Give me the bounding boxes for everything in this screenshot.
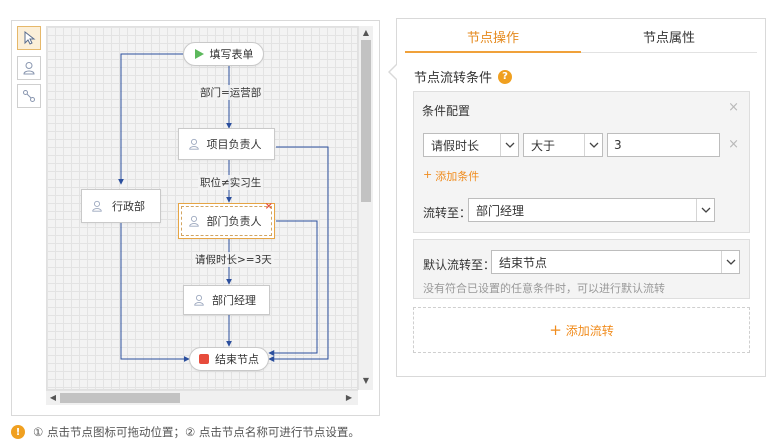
add-flow-button[interactable]: + 添加流转 <box>413 307 750 353</box>
remove-condition-group-icon[interactable]: × <box>728 100 739 115</box>
user-icon[interactable] <box>193 294 205 306</box>
usage-tip: ! ① 点击节点图标可拖动位置；② 点击节点名称可进行节点设置。 <box>11 424 360 440</box>
default-flow-label: 默认流转至： <box>423 258 496 272</box>
task-node-label[interactable]: 项目负责人 <box>206 138 262 151</box>
condition-config-box: 条件配置 × 请假时长 大于 3 × + 添加条件 流转至： 部门经理 <box>413 91 750 233</box>
task-node-dept-manager[interactable]: 部门经理 <box>183 285 270 315</box>
default-flow-hint: 没有符合已设置的任意条件时，可以进行默认流转 <box>423 282 665 295</box>
condition-field-select[interactable]: 请假时长 <box>423 133 519 157</box>
plus-icon: + <box>423 168 433 181</box>
vertical-scrollbar[interactable]: ▲ ▼ <box>358 26 373 390</box>
condition-label-leave[interactable]: 请假时长>=3天 <box>193 252 274 267</box>
add-flow-label: 添加流转 <box>565 323 614 338</box>
add-condition-link[interactable]: + 添加条件 <box>423 168 479 184</box>
user-icon[interactable] <box>188 215 200 227</box>
condition-label-dept[interactable]: 部门=运营部 <box>198 85 264 100</box>
add-node-tool-button[interactable] <box>17 56 41 80</box>
tab-node-properties[interactable]: 节点属性 <box>581 29 757 53</box>
user-icon[interactable] <box>91 200 103 212</box>
usage-tip-text: ① 点击节点图标可拖动位置；② 点击节点名称可进行节点设置。 <box>33 425 360 439</box>
section-title-text: 节点流转条件 <box>414 71 493 86</box>
end-node-label[interactable]: 结束节点 <box>215 353 259 366</box>
scroll-left-icon[interactable]: ◀ <box>49 393 57 402</box>
condition-config-title: 条件配置 <box>422 104 471 118</box>
scroll-up-icon[interactable]: ▲ <box>362 28 370 37</box>
stop-icon <box>199 354 209 364</box>
flow-to-value: 部门经理 <box>476 203 525 218</box>
task-node-project-lead[interactable]: 项目负责人 <box>178 128 275 160</box>
condition-operator-value: 大于 <box>531 138 556 153</box>
default-flow-select[interactable]: 结束节点 <box>491 250 740 274</box>
help-icon[interactable]: ? <box>498 69 513 84</box>
condition-operator-select[interactable]: 大于 <box>523 133 603 157</box>
remove-condition-icon[interactable]: × <box>728 137 739 152</box>
start-node-label[interactable]: 填写表单 <box>209 48 254 61</box>
user-icon[interactable] <box>188 138 200 150</box>
default-flow-value: 结束节点 <box>499 255 548 270</box>
task-node-dept-lead[interactable]: 部门负责人 × <box>178 201 275 239</box>
vertical-scroll-thumb[interactable] <box>361 40 371 202</box>
user-icon <box>23 62 35 75</box>
tab-node-operations[interactable]: 节点操作 <box>405 29 581 53</box>
task-node-admin[interactable]: 行政部 <box>81 189 161 223</box>
flow-canvas[interactable]: 填写表单 部门=运营部 项目负责人 职位≠实习生 行政部 部门负责人 × 请假时… <box>46 26 358 390</box>
condition-field-value: 请假时长 <box>431 138 480 153</box>
delete-node-icon[interactable]: × <box>264 201 273 212</box>
end-node[interactable]: 结束节点 <box>189 347 269 371</box>
horizontal-scroll-thumb[interactable] <box>60 393 180 403</box>
default-flow-box: 默认流转至： 结束节点 没有符合已设置的任意条件时，可以进行默认流转 <box>413 239 750 299</box>
scroll-right-icon[interactable]: ▶ <box>345 393 353 402</box>
start-node[interactable]: 填写表单 <box>183 42 264 66</box>
cursor-icon <box>24 31 36 45</box>
task-node-label[interactable]: 部门经理 <box>212 294 256 307</box>
flow-to-label: 流转至： <box>423 206 472 220</box>
condition-value-input[interactable]: 3 <box>607 133 720 157</box>
panel-pointer-inner <box>390 65 397 79</box>
pointer-tool-button[interactable] <box>17 26 41 50</box>
chevron-down-icon <box>500 134 518 156</box>
task-node-label[interactable]: 行政部 <box>112 200 145 213</box>
add-condition-label: 添加条件 <box>435 170 480 183</box>
flow-connectors <box>118 53 329 362</box>
section-title: 节点流转条件 ? <box>414 67 513 86</box>
plus-icon: + <box>549 321 562 339</box>
chevron-down-icon <box>721 251 739 273</box>
connector-icon <box>23 90 35 102</box>
chevron-down-icon <box>696 199 714 221</box>
warning-icon: ! <box>11 425 25 439</box>
connector-tool-button[interactable] <box>17 84 41 108</box>
play-icon <box>194 49 204 59</box>
horizontal-scrollbar[interactable]: ◀ ▶ <box>46 390 358 405</box>
task-node-label[interactable]: 部门负责人 <box>206 215 262 228</box>
flow-to-select[interactable]: 部门经理 <box>468 198 715 222</box>
chevron-down-icon <box>584 134 602 156</box>
node-settings-panel: 节点操作 节点属性 节点流转条件 ? 条件配置 × 请假时长 大于 3 × + … <box>396 18 766 377</box>
condition-label-position[interactable]: 职位≠实习生 <box>198 175 264 190</box>
scroll-down-icon[interactable]: ▼ <box>362 376 370 385</box>
